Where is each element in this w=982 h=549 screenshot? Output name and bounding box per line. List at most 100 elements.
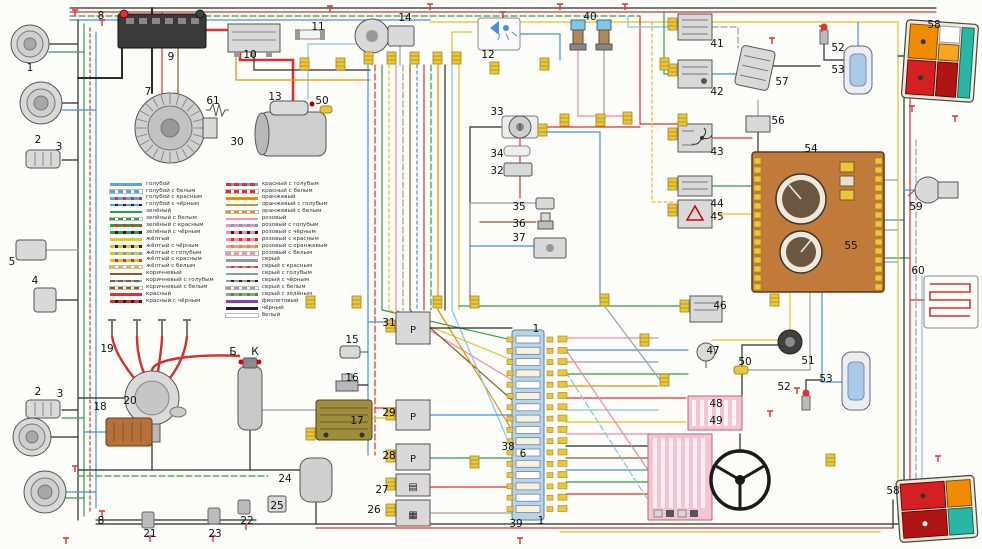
connector-pin xyxy=(557,380,568,388)
fuse-tab-left xyxy=(506,427,514,433)
wire-color-swatch xyxy=(110,210,142,214)
fuse-box xyxy=(506,329,568,521)
generator-fin xyxy=(193,133,203,138)
ht-leads xyxy=(110,335,241,379)
legend-row: розовый с красным xyxy=(225,236,328,243)
cluster-pin-left xyxy=(753,211,762,219)
wire-color-swatch xyxy=(225,224,258,228)
dome-lamp-53-top xyxy=(843,45,873,95)
cluster-pin-right xyxy=(874,211,883,219)
sensor-16 xyxy=(335,373,359,392)
fuse-tab-left xyxy=(506,359,514,365)
legend-row: жёлтый с красным xyxy=(110,257,214,264)
rear-motor-59 xyxy=(907,176,959,204)
generator-fin xyxy=(140,139,150,146)
legend-label: жёлтый с голубым xyxy=(146,249,202,256)
legend-label: коричневый с голубым xyxy=(146,277,214,284)
wire-color-swatch xyxy=(109,285,143,290)
legend-row: жёлтый с чёрным xyxy=(110,243,214,250)
fuse-slot xyxy=(515,414,541,423)
fuse-tab-left xyxy=(506,449,514,456)
cluster-pin-right xyxy=(874,175,883,183)
svg-text:P: P xyxy=(410,325,416,336)
cluster-pin-left xyxy=(753,238,762,246)
cluster-pin-left xyxy=(753,274,762,282)
wire-color-swatch xyxy=(225,279,258,283)
cluster-pin-left xyxy=(753,184,762,192)
cluster-connector-pins xyxy=(753,157,883,291)
fuse-slot xyxy=(515,425,541,434)
wire-color-swatch xyxy=(225,238,258,241)
fuse-34 xyxy=(503,145,531,157)
legend-row: жёлтый с голубым xyxy=(110,250,214,257)
cluster-pin-left xyxy=(753,193,762,201)
fuse-slot xyxy=(515,459,541,468)
fuse-tab-left xyxy=(506,460,514,467)
sensor-40 xyxy=(569,19,613,51)
legend-label: голубой с чёрным xyxy=(146,201,199,208)
legend-label: розовый xyxy=(261,215,287,222)
legend-label: красный xyxy=(146,290,172,297)
cluster-pin-right xyxy=(874,202,883,210)
legend-label: белый xyxy=(261,311,281,318)
legend-row: голубой xyxy=(110,181,214,188)
cluster-pin-left xyxy=(753,247,762,255)
cluster-pin-right xyxy=(874,265,883,273)
wire-color-swatch xyxy=(109,264,143,270)
wire-color-swatch xyxy=(110,272,142,276)
starter xyxy=(254,100,327,157)
legend-label: коричневый с белым xyxy=(146,284,208,290)
legend-label: оранжевый с белым xyxy=(261,208,322,215)
distributor xyxy=(124,370,187,443)
generator-fin xyxy=(145,103,154,112)
fuse-tab-right xyxy=(546,427,554,433)
connector-pin xyxy=(557,471,568,478)
dome-lamp-53-bottom xyxy=(841,351,871,411)
switch-56 xyxy=(745,115,771,133)
sensor-37 xyxy=(533,237,567,259)
generator-fin xyxy=(152,98,159,108)
resistor-61 xyxy=(206,102,229,118)
generator-fin xyxy=(152,148,159,158)
legend-row: зелёный с белым xyxy=(109,215,214,222)
capacitor-24 xyxy=(299,457,333,503)
sensor-35 xyxy=(535,197,555,210)
connector-pin xyxy=(557,448,568,456)
wire-color-swatch xyxy=(225,258,258,262)
cluster-pin-right xyxy=(874,157,883,165)
headlight-left-top xyxy=(10,24,63,125)
item-25 xyxy=(267,495,287,513)
legend-row: оранжевый xyxy=(225,195,328,202)
wire-color-swatch xyxy=(110,258,142,262)
cluster-pin-left xyxy=(753,166,762,174)
fuse-tab-right xyxy=(546,393,554,399)
wire-color-swatch xyxy=(225,265,258,269)
legend-row: серый xyxy=(225,257,328,264)
column-switch-57 xyxy=(734,45,776,91)
cluster-pin-left xyxy=(753,229,762,237)
legend-label: зелёный xyxy=(146,208,172,215)
legend-label: зелёный с чёрным xyxy=(146,228,201,235)
cluster-pin-right xyxy=(874,220,883,228)
generator-fin xyxy=(181,148,188,158)
legend-row: розовый xyxy=(225,215,328,222)
legend-label: жёлтый с красным xyxy=(146,256,202,263)
wire-color-swatch xyxy=(224,251,259,256)
cluster-pin-left xyxy=(753,256,762,264)
legend-row: коричневый xyxy=(110,271,214,278)
switch-41 xyxy=(667,13,713,41)
cluster-pin-right xyxy=(874,184,883,192)
wire-color-swatch xyxy=(110,300,142,303)
legend-row: красный с белым xyxy=(224,188,328,195)
fuse-tab-right xyxy=(546,370,554,377)
legend-row: серый с красным xyxy=(225,264,328,271)
plug-22 xyxy=(237,499,251,515)
wire-color-swatch xyxy=(225,231,258,234)
relay-4 xyxy=(33,287,57,313)
generator-fins xyxy=(136,94,204,162)
legend-label: зелёный с красным xyxy=(146,221,204,228)
wire-color-swatch xyxy=(109,216,143,222)
connector-pin xyxy=(557,358,568,365)
horn-bottom xyxy=(25,399,61,419)
fuse-slot-group xyxy=(506,335,568,513)
